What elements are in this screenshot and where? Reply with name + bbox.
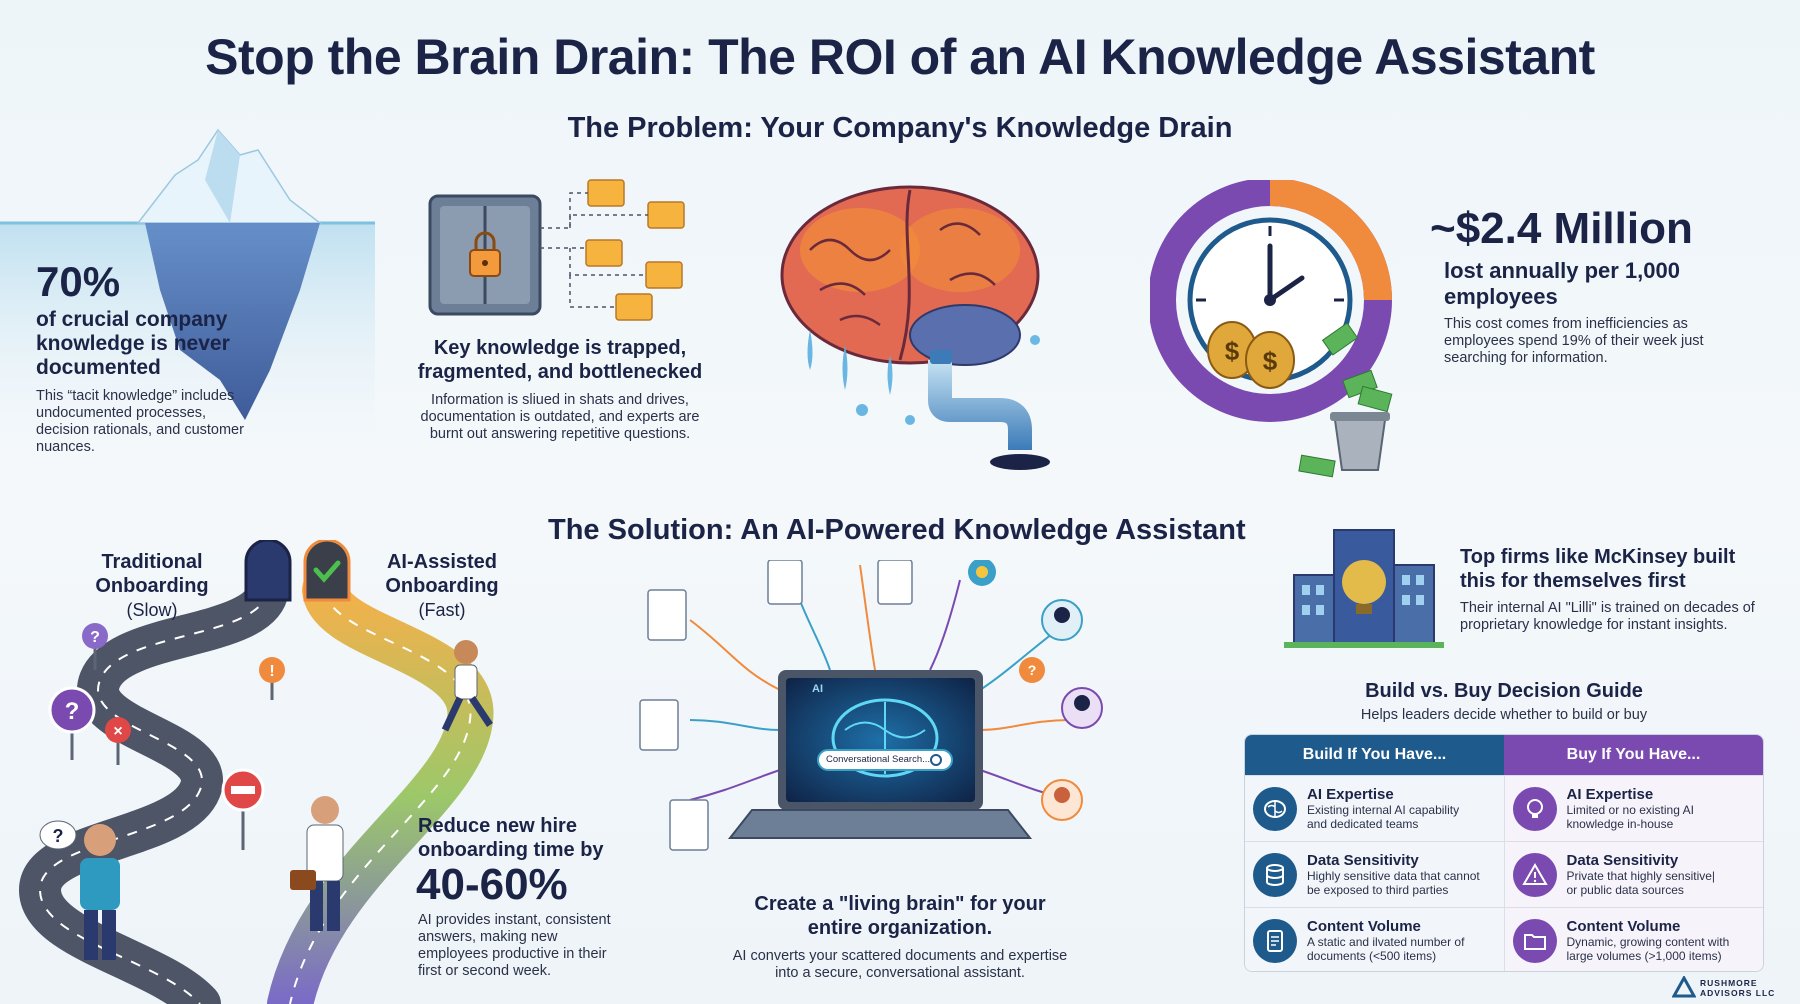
cost-label: lost annually per 1,000 employees bbox=[1444, 258, 1680, 309]
laptop-desc: AI converts your scattered documents and… bbox=[732, 948, 1068, 981]
trash-can-icon bbox=[1298, 322, 1393, 478]
page-title: Stop the Brain Drain: The ROI of an AI K… bbox=[205, 29, 1595, 85]
build-column-header: Build If You Have... bbox=[1245, 735, 1504, 775]
cost-stat: ~$2.4 Million bbox=[1430, 204, 1693, 253]
onboarding-roads-illustration: ? ? × ! ? bbox=[18, 540, 494, 1004]
build-buy-table: Build If You Have... Buy If You Have... … bbox=[1244, 734, 1764, 972]
ai-laptop-illustration: ? bbox=[639, 560, 1103, 851]
svg-text:?: ? bbox=[1028, 662, 1037, 678]
svg-text:?: ? bbox=[90, 629, 100, 646]
warning-icon bbox=[1512, 852, 1557, 897]
guide-title: Build vs. Buy Decision Guide bbox=[1365, 680, 1643, 702]
svg-text:$: $ bbox=[1225, 336, 1240, 366]
svg-text:?: ? bbox=[65, 698, 80, 725]
guide-subtitle: Helps leaders decide whether to build or… bbox=[1360, 707, 1648, 723]
money-bag-icon: $ $ bbox=[1207, 321, 1295, 389]
onboarding-heading: Reduce new hire onboarding time by bbox=[418, 815, 604, 861]
question-sign-icon: ? ? bbox=[48, 623, 108, 760]
firms-heading: Top firms like McKinsey built this for t… bbox=[1460, 546, 1736, 592]
rushmore-logo-icon bbox=[1672, 976, 1696, 998]
document-icon bbox=[1253, 918, 1297, 963]
brand-name: RUSHMORE ADVISORS LLC bbox=[1700, 978, 1776, 998]
confused-person-icon: ? bbox=[39, 820, 120, 960]
brain-icon bbox=[1253, 786, 1297, 831]
table-row: AI Expertise Existing internal AI capabi… bbox=[1245, 775, 1763, 841]
alert-sign-icon: ! bbox=[259, 657, 285, 700]
database-icon bbox=[1253, 852, 1297, 897]
vault-heading: Key knowledge is trapped, fragmented, an… bbox=[417, 337, 703, 383]
svg-text:×: × bbox=[113, 723, 122, 740]
traditional-onboarding-label: Traditional Onboarding (Slow) bbox=[95, 551, 209, 620]
folder-icon bbox=[1512, 918, 1557, 963]
conversational-search-input[interactable]: Conversational Search... bbox=[826, 754, 931, 765]
iceberg-desc: This “tacit knowledge” includes undocume… bbox=[36, 388, 244, 455]
running-person-icon bbox=[441, 640, 493, 732]
iceberg-stat: 70% bbox=[36, 258, 121, 305]
iceberg-label: of crucial company knowledge is never do… bbox=[36, 308, 230, 379]
svg-text:$: $ bbox=[1263, 346, 1278, 376]
folder-icon bbox=[585, 179, 685, 321]
table-row: Content Volume A static and ilvated numb… bbox=[1245, 907, 1763, 971]
solution-heading: The Solution: An AI-Powered Knowledge As… bbox=[548, 514, 1246, 546]
firms-desc: Their internal AI "Lilli" is trained on … bbox=[1460, 600, 1755, 633]
onboarding-desc: AI provides instant, consistent answers,… bbox=[418, 912, 611, 979]
businessman-icon bbox=[290, 796, 344, 931]
idea-icon: ? bbox=[968, 560, 1045, 683]
lightbulb-icon bbox=[1342, 560, 1386, 604]
error-sign-icon: × bbox=[105, 717, 131, 765]
stop-sign-icon bbox=[221, 768, 265, 850]
leaking-brain-illustration bbox=[780, 185, 1050, 470]
money-clock-illustration: $ $ bbox=[1150, 180, 1393, 478]
cost-desc: This cost comes from inefficiencies as e… bbox=[1444, 316, 1704, 366]
svg-text:?: ? bbox=[53, 826, 64, 846]
office-building-illustration bbox=[1284, 529, 1444, 648]
laptop-heading: Create a "living brain" for your entire … bbox=[754, 893, 1046, 939]
problem-heading: The Problem: Your Company's Knowledge Dr… bbox=[567, 112, 1233, 144]
screen-ai-label: AI bbox=[812, 683, 823, 695]
vault-desc: Information is sliued in shats and drive… bbox=[420, 392, 700, 442]
onboarding-stat: 40-60% bbox=[416, 860, 568, 909]
person-avatar-icon bbox=[1041, 599, 1103, 821]
table-row: Data Sensitivity Highly sensitive data t… bbox=[1245, 841, 1763, 907]
svg-text:!: ! bbox=[269, 663, 274, 680]
ai-onboarding-label: AI-Assisted Onboarding (Fast) bbox=[385, 551, 499, 620]
lightbulb-icon bbox=[1512, 786, 1557, 831]
buy-column-header: Buy If You Have... bbox=[1504, 735, 1763, 775]
document-icon bbox=[639, 560, 913, 851]
iceberg-illustration bbox=[0, 128, 375, 442]
vault-folders-illustration bbox=[428, 179, 685, 321]
